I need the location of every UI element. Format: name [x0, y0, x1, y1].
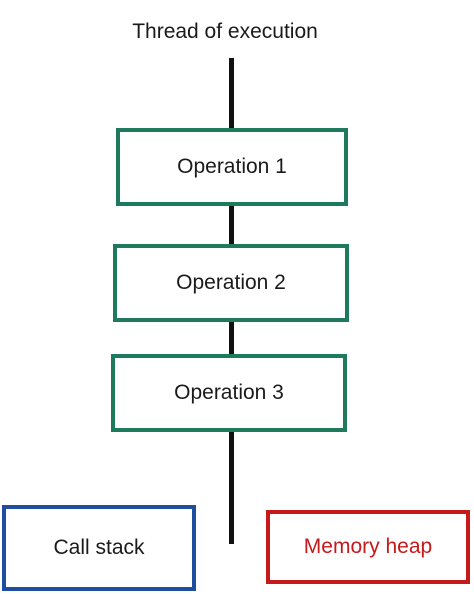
operation-label: Operation 1: [177, 155, 287, 178]
thread-line-1-2: [229, 204, 234, 248]
memory-heap-label: Memory heap: [303, 535, 433, 558]
diagram-title: Thread of execution: [132, 20, 318, 43]
thread-line-2-3: [229, 320, 234, 356]
call-stack-label: Call stack: [53, 536, 145, 559]
thread-line-bottom: [229, 431, 234, 544]
operation-label: Operation 3: [174, 381, 284, 404]
operation-label: Operation 2: [176, 271, 286, 294]
operation-box-2: Operation 2: [113, 244, 349, 322]
call-stack-box: Call stack: [2, 505, 196, 591]
operation-box-3: Operation 3: [111, 354, 347, 432]
operation-box-1: Operation 1: [116, 128, 348, 206]
memory-heap-box: Memory heap: [266, 510, 470, 584]
thread-line-top: [229, 58, 234, 130]
